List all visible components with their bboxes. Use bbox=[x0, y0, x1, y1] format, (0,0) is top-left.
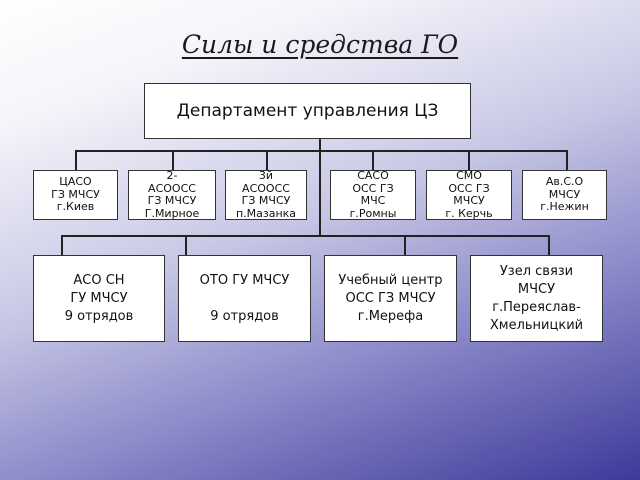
connector-mid-drop-1 bbox=[75, 150, 77, 170]
connector-mid-drop-4 bbox=[372, 150, 374, 170]
connector-mid-drop-2 bbox=[172, 150, 174, 170]
connector-bottom-drop-4 bbox=[548, 235, 550, 255]
connector-bottom-drop-3 bbox=[404, 235, 406, 255]
root-department-box: Департамент управления ЦЗ bbox=[144, 83, 471, 139]
connector-bottom-bus bbox=[61, 235, 550, 237]
connector-mid-drop-6 bbox=[566, 150, 568, 170]
connector-mid-bus bbox=[75, 150, 568, 152]
mid-box-smo: СМО ОСС ГЗ МЧСУ г. Керчь bbox=[426, 169, 512, 220]
diagram-title: Силы и средства ГО bbox=[181, 30, 459, 59]
mid-box-tsaso: ЦАСО ГЗ МЧСУ г.Киев bbox=[33, 170, 118, 220]
connector-root-down bbox=[319, 139, 321, 235]
mid-box-av-s-o: Ав.С.О МЧСУ г.Нежин bbox=[522, 170, 607, 220]
bottom-box-oto: ОТО ГУ МЧСУ 9 отрядов bbox=[178, 255, 311, 342]
connector-mid-drop-3 bbox=[266, 150, 268, 170]
mid-box-2-asooss: 2- АСООСС ГЗ МЧСУ Г.Мирное bbox=[128, 169, 216, 220]
bottom-box-training-center: Учебный центр ОСС ГЗ МЧСУ г.Мерефа bbox=[324, 255, 457, 342]
connector-bottom-drop-2 bbox=[185, 235, 187, 255]
mid-box-3-asooss: 3й АСООСС ГЗ МЧСУ п.Мазанка bbox=[225, 169, 307, 220]
connector-mid-drop-5 bbox=[468, 150, 470, 170]
connector-bottom-drop-1 bbox=[61, 235, 63, 255]
bottom-box-communication-node: Узел связи МЧСУ г.Переяслав- Хмельницкий bbox=[470, 255, 603, 342]
bottom-box-aso-sn: АСО СН ГУ МЧСУ 9 отрядов bbox=[33, 255, 165, 342]
mid-box-saso: САСО ОСС ГЗ МЧС г.Ромны bbox=[330, 169, 416, 220]
